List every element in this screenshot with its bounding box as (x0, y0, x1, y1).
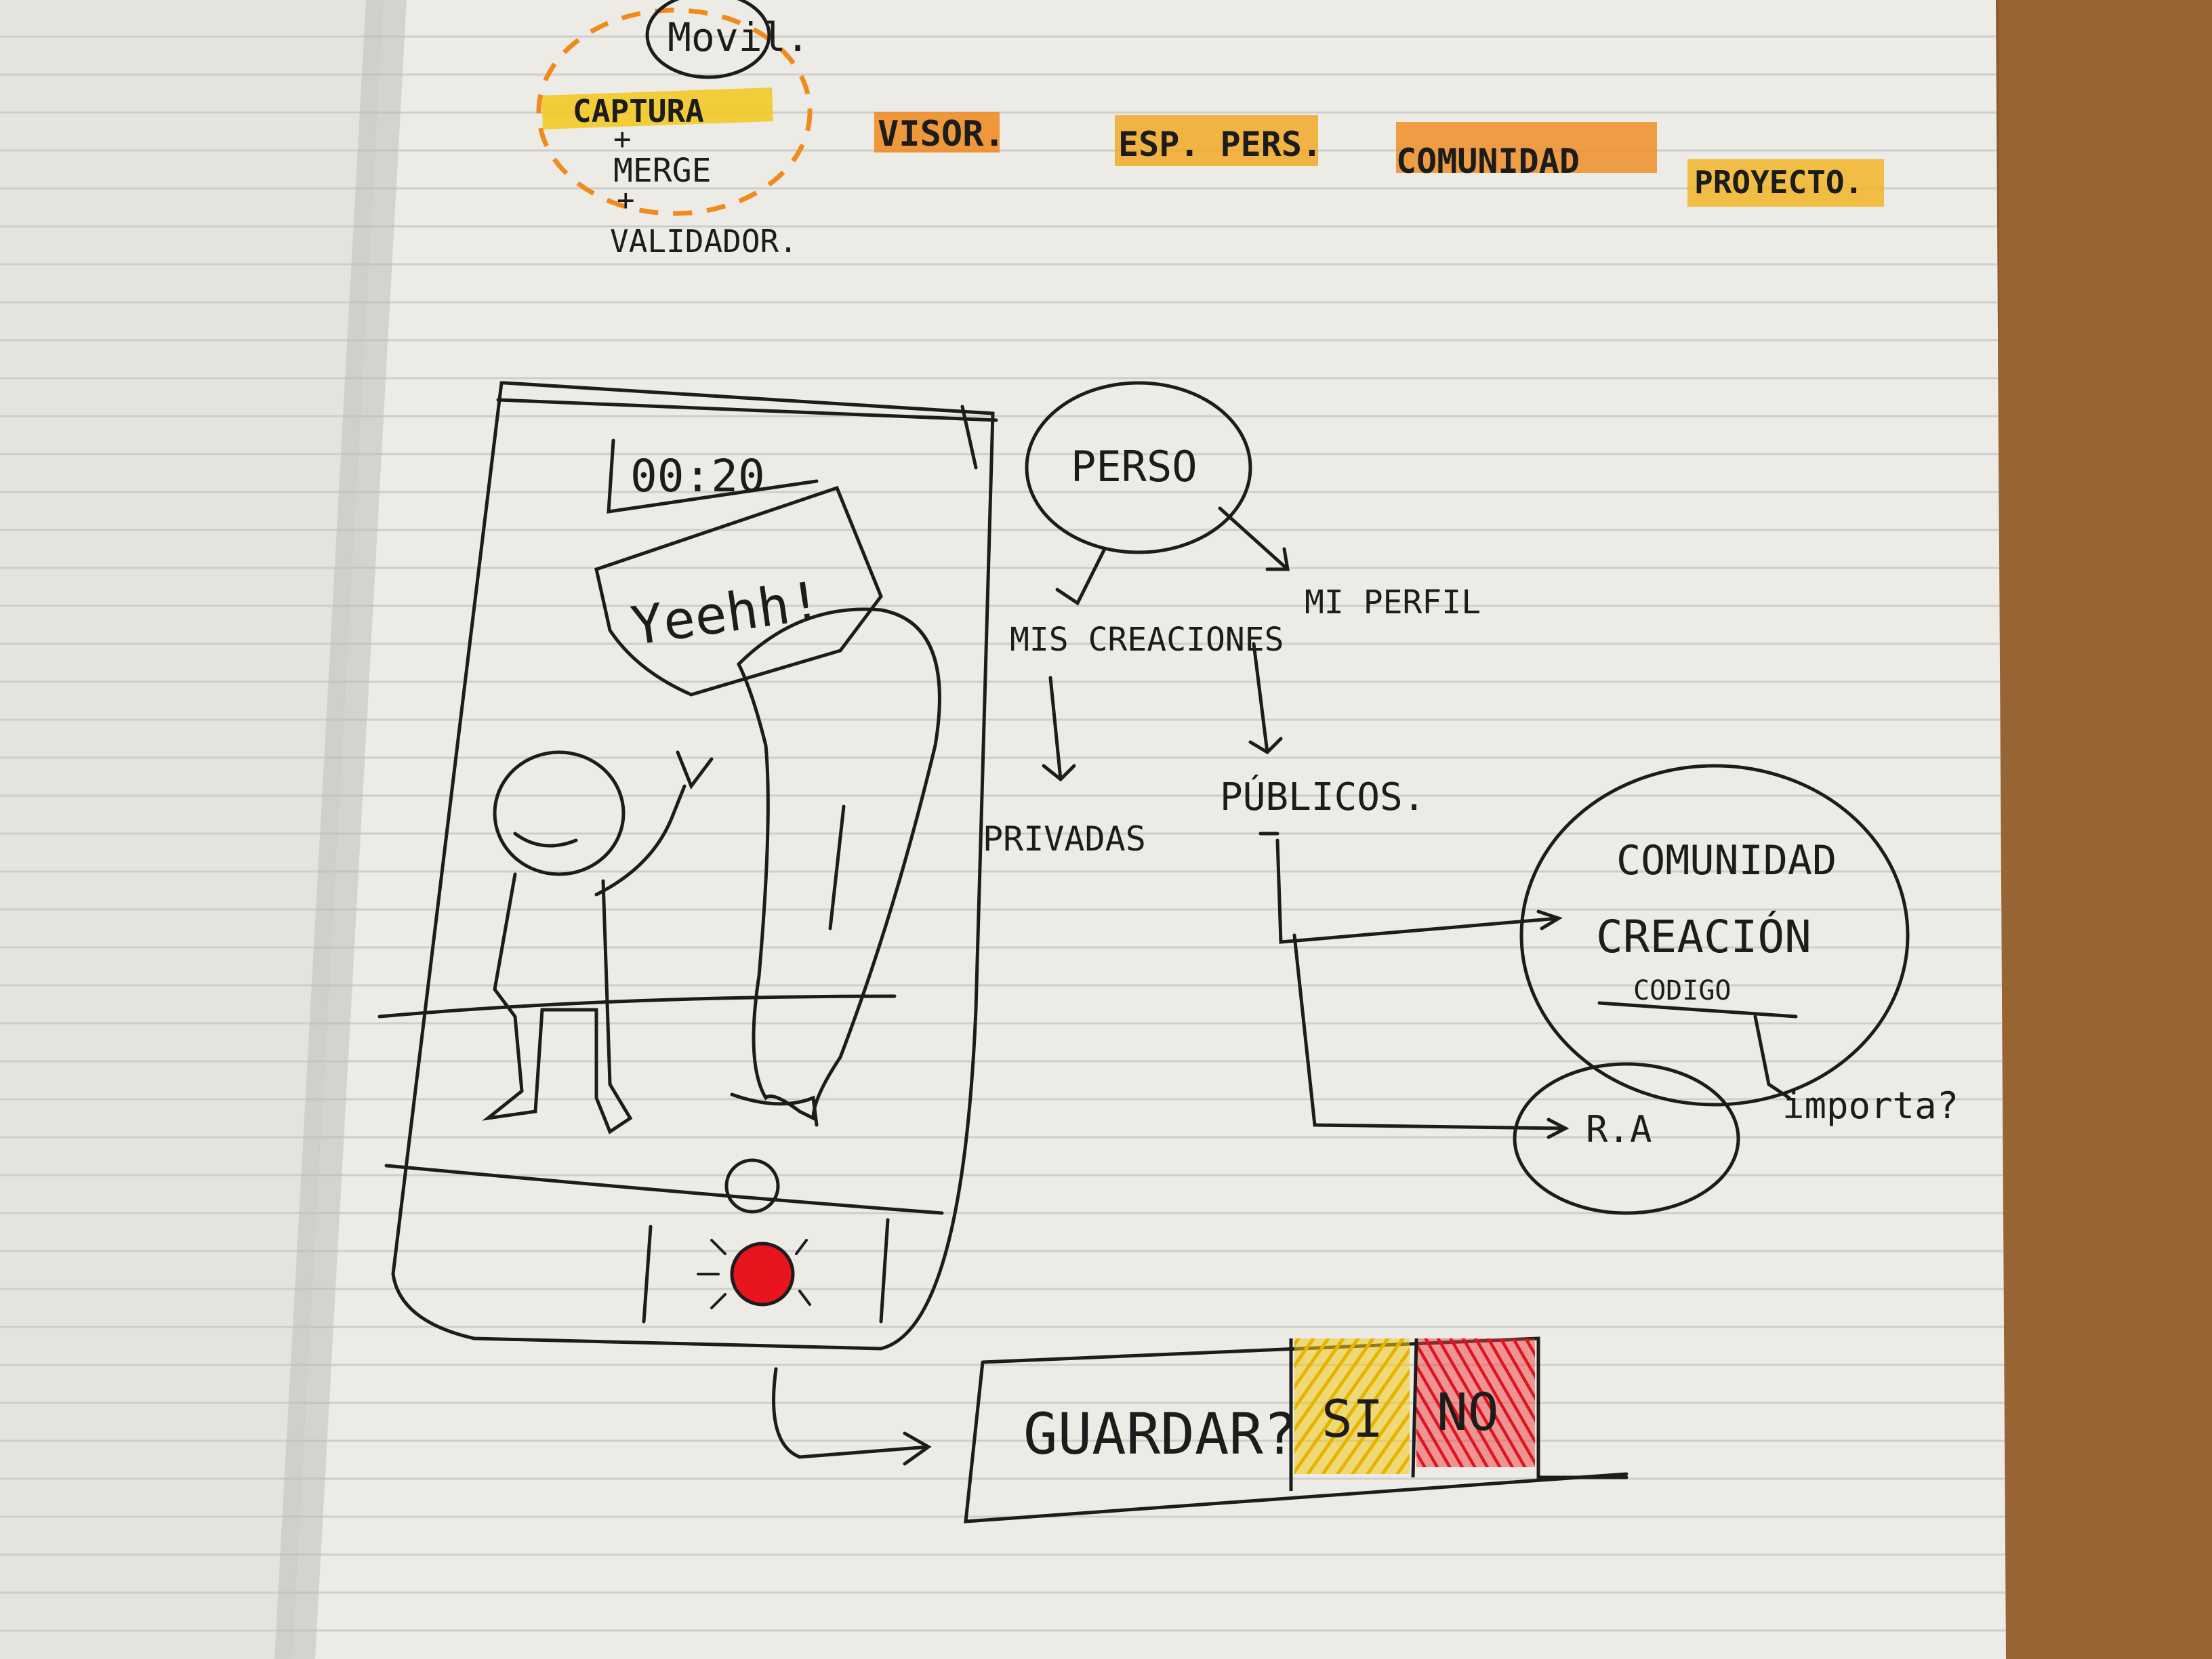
highlight-comunidad (1396, 122, 1657, 173)
question-label: importa? (1782, 1084, 1959, 1127)
community-label-1: COMUNIDAD (1616, 837, 1837, 884)
device-circle (645, 0, 771, 79)
save-dialog-box (964, 1336, 1629, 1523)
header-item-captura: CAPTURA (573, 93, 704, 129)
root-bubble (1025, 381, 1252, 554)
speech-bubble (594, 485, 883, 697)
merge-label: MERGE (613, 152, 712, 190)
community-bubble (1519, 764, 1910, 1107)
left-page-lines (0, 0, 383, 1659)
small-figure-head (493, 750, 626, 876)
header-item-visor: VISOR. (878, 114, 1005, 155)
highlight-captura (541, 87, 773, 129)
community-label-2: CREACIÓN (1596, 911, 1811, 963)
no-fill (1416, 1338, 1535, 1467)
yes-fill (1294, 1338, 1410, 1474)
header-item-comunidad: COMUNIDAD (1396, 142, 1580, 181)
ar-label: R.A (1586, 1108, 1652, 1151)
small-figure-body (482, 872, 633, 1134)
highlight-proyecto (1687, 159, 1884, 207)
device-label: Movil. (668, 14, 810, 60)
community-code-label: CODIGO (1633, 975, 1732, 1006)
yes-button[interactable]: SI (1322, 1389, 1384, 1449)
plus-sign-2: + (617, 183, 635, 218)
no-button[interactable]: NO (1437, 1382, 1499, 1442)
header-item-esp-pers: ESP. PERS. (1118, 125, 1322, 164)
record-button[interactable] (730, 1242, 795, 1307)
gutter-shadow (274, 0, 407, 1659)
captura-group-circle (536, 7, 813, 216)
validador-label: VALIDADOR. (610, 223, 798, 260)
phone-outline (391, 381, 995, 1351)
root-label: PERSO (1071, 442, 1197, 491)
tall-figure (736, 607, 941, 1122)
header-item-proyecto: PROYECTO. (1694, 164, 1863, 201)
plus-sign-1: + (613, 122, 632, 157)
timer-box (607, 438, 819, 514)
timer-text: 00:20 (630, 450, 765, 502)
mindmap (1025, 381, 1910, 1215)
left-branch-label: MIS CREACIONES (1010, 621, 1284, 659)
table-grain (1999, 0, 2212, 1659)
highlight-esp-pers (1115, 115, 1318, 166)
right-page-lines (291, 0, 2006, 1659)
public-label: PÚBLICOS. (1220, 775, 1425, 819)
header: Movil. CAPTURA + MERGE + VALIDADOR. VISO… (536, 0, 1884, 260)
right-branch-label: MI PERFIL (1305, 583, 1481, 621)
phone-sketch (377, 381, 998, 1351)
ar-bubble (1513, 1062, 1740, 1215)
save-prompt: GUARDAR? (1023, 1401, 1298, 1467)
save-dialog (772, 1336, 1629, 1523)
highlight-visor (874, 112, 1000, 152)
record-icon (697, 1239, 811, 1309)
private-label: PRIVADAS (983, 819, 1146, 859)
small-shutter-circle (724, 1158, 780, 1214)
